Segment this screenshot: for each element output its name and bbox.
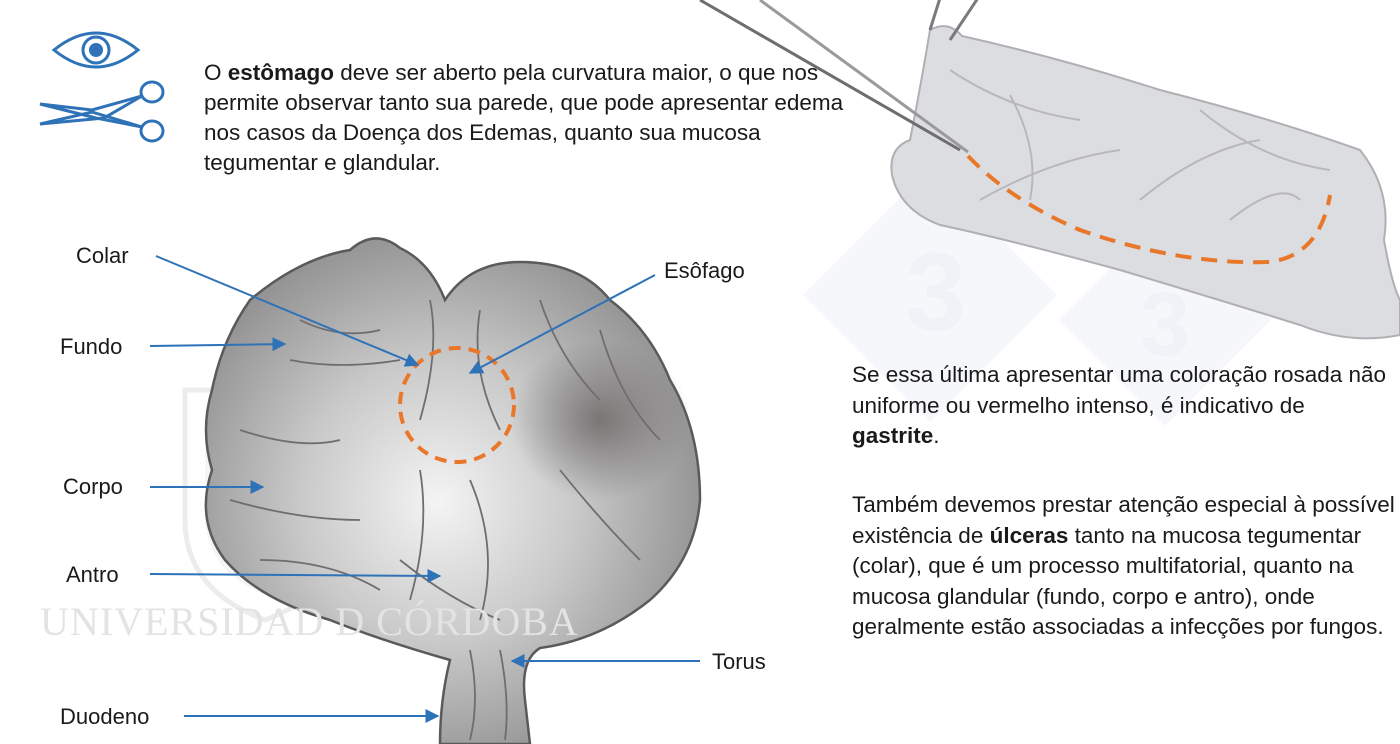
label-antro: Antro xyxy=(66,562,119,587)
label-fundo: Fundo xyxy=(60,334,123,359)
svg-text:3: 3 xyxy=(1140,275,1190,375)
label-colar: Colar xyxy=(76,243,129,268)
svg-text:3: 3 xyxy=(905,231,966,354)
scissors-icon xyxy=(39,80,165,143)
para3-text: Também devemos prestar atenção especial … xyxy=(852,492,1395,548)
esophagus-dashed-circle xyxy=(398,346,516,464)
label-esofago: Esôfago xyxy=(664,258,745,283)
arrow-esofago xyxy=(468,274,656,374)
label-arrows xyxy=(149,255,700,723)
intro-bold-word: estômago xyxy=(227,60,335,85)
intro-prefix: O xyxy=(204,60,228,85)
arrow-colar xyxy=(155,255,420,367)
intro-paragraph: O estômago deve ser aberto pela curvatur… xyxy=(204,58,864,178)
para2-bold-word: gastrite xyxy=(852,423,934,448)
para3-bold-word: úlceras xyxy=(989,522,1069,548)
para3-rest: tanto na mucosa tegumentar (colar), que … xyxy=(852,522,1384,640)
gastritis-paragraph: Se essa última apresentar uma coloração … xyxy=(852,360,1392,452)
label-duodeno: Duodeno xyxy=(60,704,150,729)
label-torus: Torus xyxy=(712,649,766,674)
intro-rest: deve ser aberto pela curvatura maior, o … xyxy=(204,60,844,175)
opened-stomach-illustration xyxy=(699,0,1400,340)
eye-icon xyxy=(51,31,141,69)
watermark-text: UNIVERSIDAD D CÓRDOBA xyxy=(40,599,579,644)
cut-line-dashed xyxy=(966,154,1332,265)
arrow-fundo xyxy=(149,337,287,352)
stomach-illustration xyxy=(204,237,702,744)
para2-text: Se essa última apresentar uma coloração … xyxy=(852,362,1387,418)
para2-end: . xyxy=(933,423,940,448)
arrow-antro xyxy=(149,568,442,583)
ulcers-paragraph: Também devemos prestar atenção especial … xyxy=(852,490,1400,643)
label-corpo: Corpo xyxy=(63,474,123,499)
